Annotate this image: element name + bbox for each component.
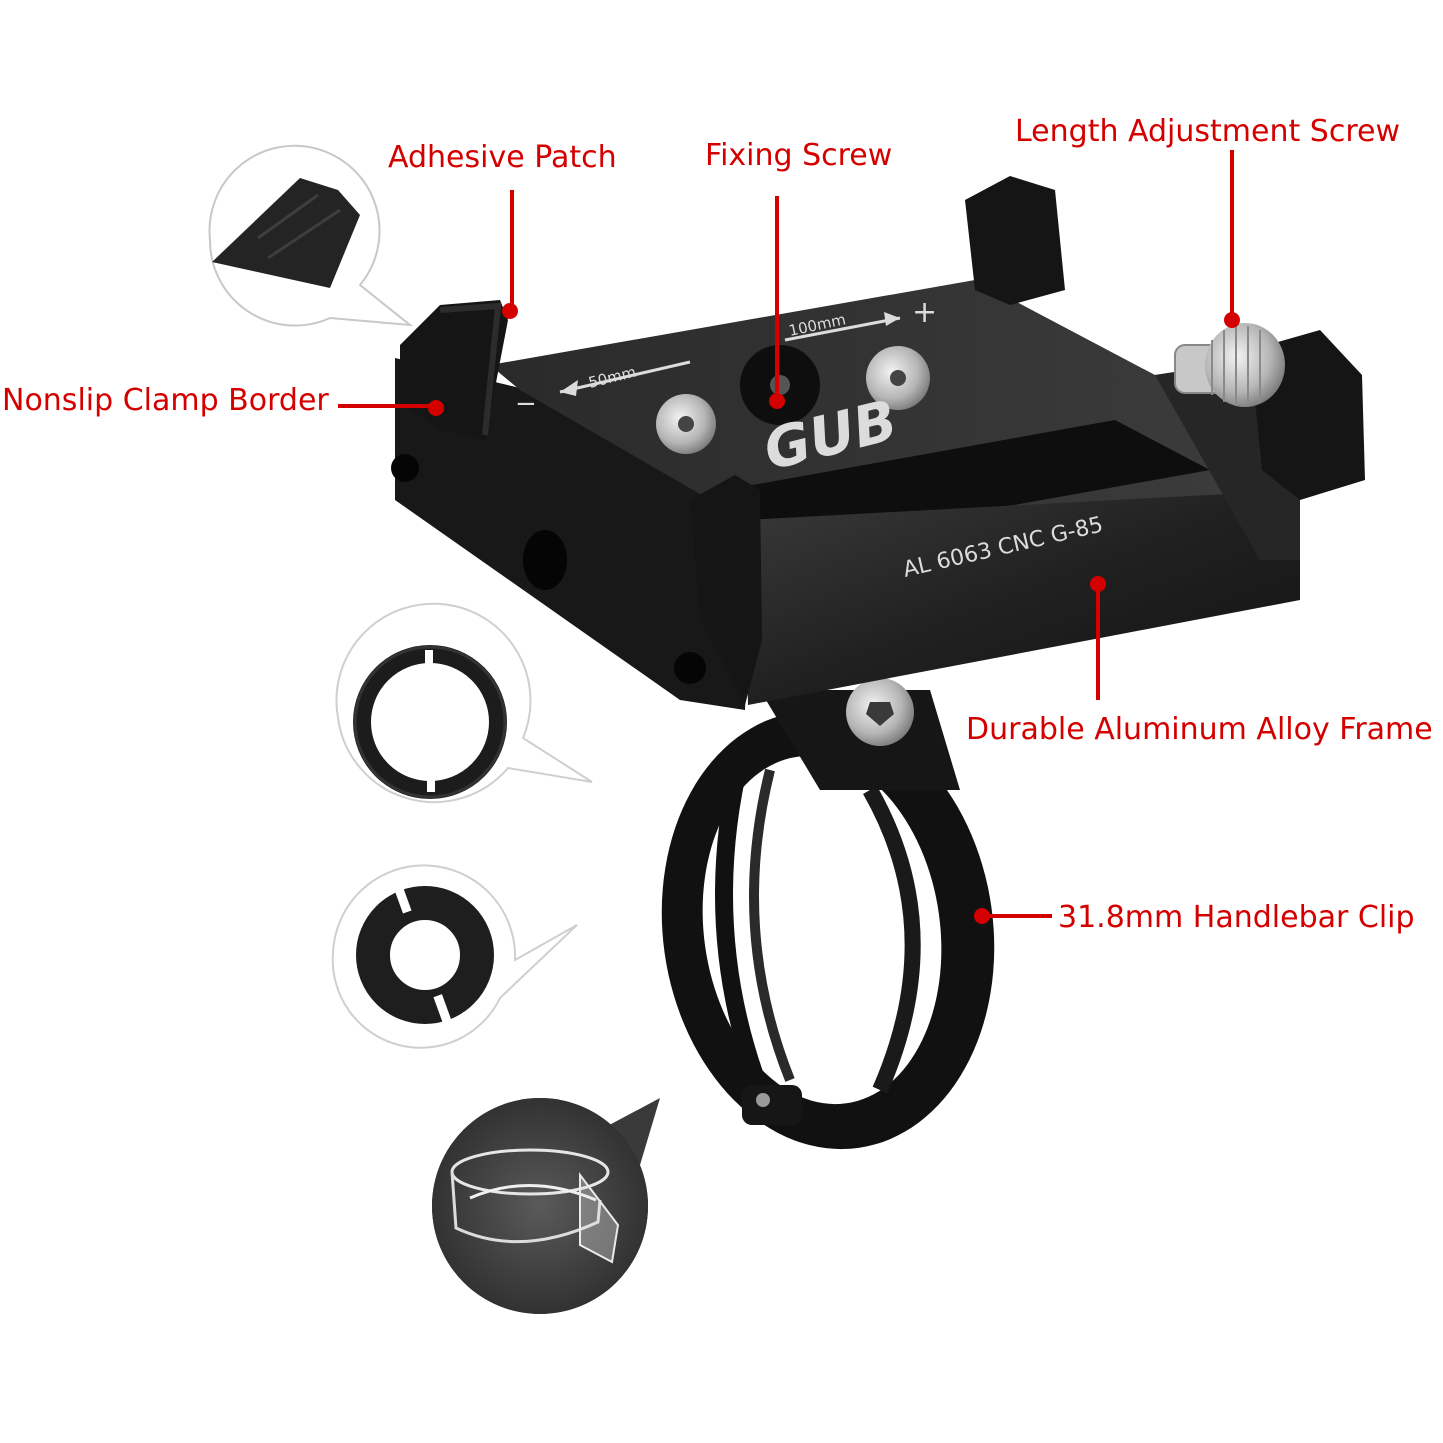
handlebar-clip [661, 678, 995, 1150]
callout-lines [338, 150, 1240, 924]
callout-adhesive-patch [502, 190, 518, 319]
inset-rubber-ring-thick [331, 864, 578, 1049]
callout-fixing-screw [769, 196, 785, 409]
plus-marking: + [912, 295, 937, 330]
holder-frame [391, 280, 1300, 710]
clamp-back-left [965, 176, 1065, 305]
callout-handlebar-clip [974, 908, 1052, 924]
inset-rubber-ring-thin [335, 602, 593, 804]
adhesive-pad-shape [212, 178, 360, 288]
label-length-adjustment-screw: Length Adjustment Screw [1015, 114, 1400, 149]
clip-pin [756, 1093, 770, 1107]
minus-marking: − [515, 389, 537, 419]
clamp-front-right [690, 475, 762, 705]
inset-adhesive-patch [208, 144, 414, 327]
inset-clear-spacer [432, 1098, 660, 1314]
callout-length-screw [1224, 150, 1240, 328]
label-nonslip-clamp-border: Nonslip Clamp Border [2, 383, 329, 418]
label-adhesive-patch: Adhesive Patch [388, 140, 617, 175]
label-fixing-screw: Fixing Screw [705, 138, 893, 173]
label-handlebar-clip: 31.8mm Handlebar Clip [1058, 900, 1415, 935]
callout-frame [1090, 576, 1106, 700]
length-adjustment-knob [1174, 323, 1285, 407]
callout-nonslip-border [338, 400, 444, 416]
label-frame: Durable Aluminum Alloy Frame [966, 712, 1433, 747]
